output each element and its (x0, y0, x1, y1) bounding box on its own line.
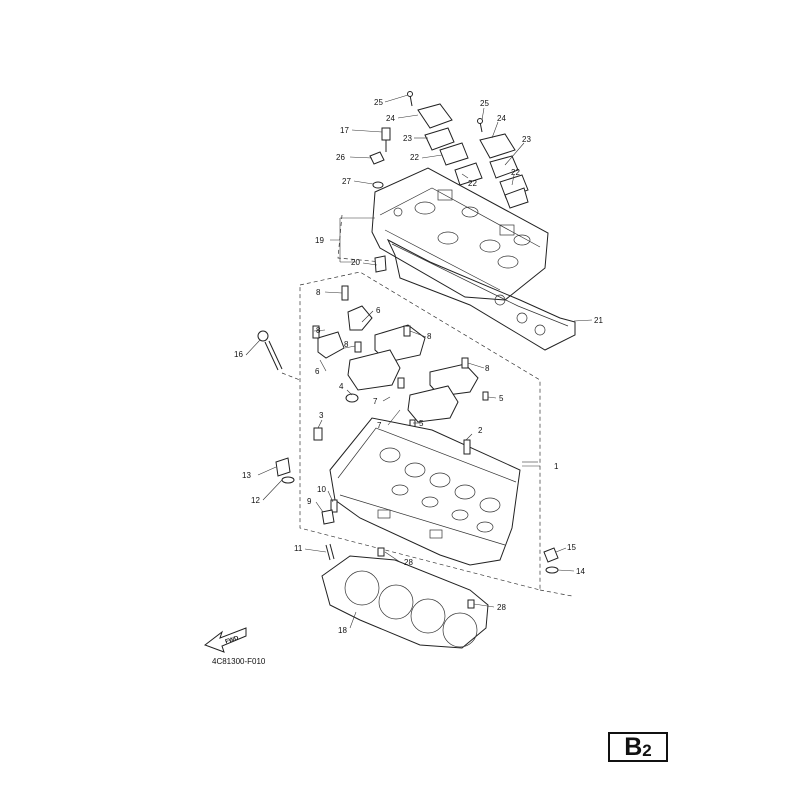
callout-21: 21 (594, 316, 603, 325)
cover-fasteners (369, 127, 391, 273)
head-fasteners (257, 330, 559, 574)
callout-25b: 25 (480, 99, 489, 108)
callout-19: 19 (315, 236, 324, 245)
callout-8c: 8 (427, 332, 432, 341)
callout-8b: 8 (316, 326, 321, 335)
callout-23b: 23 (522, 135, 531, 144)
callout-2: 2 (478, 426, 483, 435)
callout-8d: 8 (344, 340, 349, 349)
callout-20: 20 (351, 258, 360, 267)
callout-labels: 25 24 25 24 17 23 23 22 26 22 22 27 19 2… (234, 98, 603, 635)
callout-8a: 8 (316, 288, 321, 297)
callout-11: 11 (294, 544, 303, 553)
callout-10: 10 (317, 485, 326, 494)
forward-arrow-icon: FWD (203, 627, 247, 653)
page-badge-letter: B (624, 732, 643, 761)
callout-28a: 28 (404, 558, 413, 567)
camshaft-caps (312, 285, 489, 429)
callout-26: 26 (336, 153, 345, 162)
callout-27: 27 (342, 177, 351, 186)
callout-4: 4 (339, 382, 344, 391)
callout-7a: 7 (373, 397, 378, 406)
callout-22a: 22 (410, 153, 419, 162)
callout-22b: 22 (468, 179, 477, 188)
assembly-outline (281, 214, 573, 597)
callout-7b: 7 (377, 421, 382, 430)
callout-17: 17 (340, 126, 349, 135)
callout-5b: 5 (419, 419, 424, 428)
callout-25a: 25 (374, 98, 383, 107)
callout-15: 15 (567, 543, 576, 552)
cylinder-head (329, 417, 521, 566)
callout-5a: 5 (499, 394, 504, 403)
callout-13: 13 (242, 471, 251, 480)
fwd-label: FWD (225, 635, 240, 645)
callout-12: 12 (251, 496, 260, 505)
callout-16: 16 (234, 350, 243, 359)
head-cover-gasket (386, 238, 576, 351)
callout-18: 18 (338, 626, 347, 635)
callout-24b: 24 (497, 114, 506, 123)
callout-14: 14 (576, 567, 585, 576)
callout-9: 9 (307, 497, 312, 506)
leader-lines (245, 94, 593, 629)
callout-23a: 23 (403, 134, 412, 143)
page-badge-number: 2 (642, 740, 652, 760)
callout-22c: 22 (511, 168, 520, 177)
drawing-code: 4C81300-F010 (212, 657, 266, 666)
callout-6a: 6 (376, 306, 381, 315)
cylinder-head-gasket (321, 547, 489, 649)
page-badge: B 2 (608, 732, 668, 762)
callout-24a: 24 (386, 114, 395, 123)
callout-6b: 6 (315, 367, 320, 376)
callout-3: 3 (319, 411, 324, 420)
callout-8e: 8 (485, 364, 490, 373)
callout-1: 1 (554, 462, 559, 471)
breather-covers (407, 91, 529, 209)
callout-28b: 28 (497, 603, 506, 612)
